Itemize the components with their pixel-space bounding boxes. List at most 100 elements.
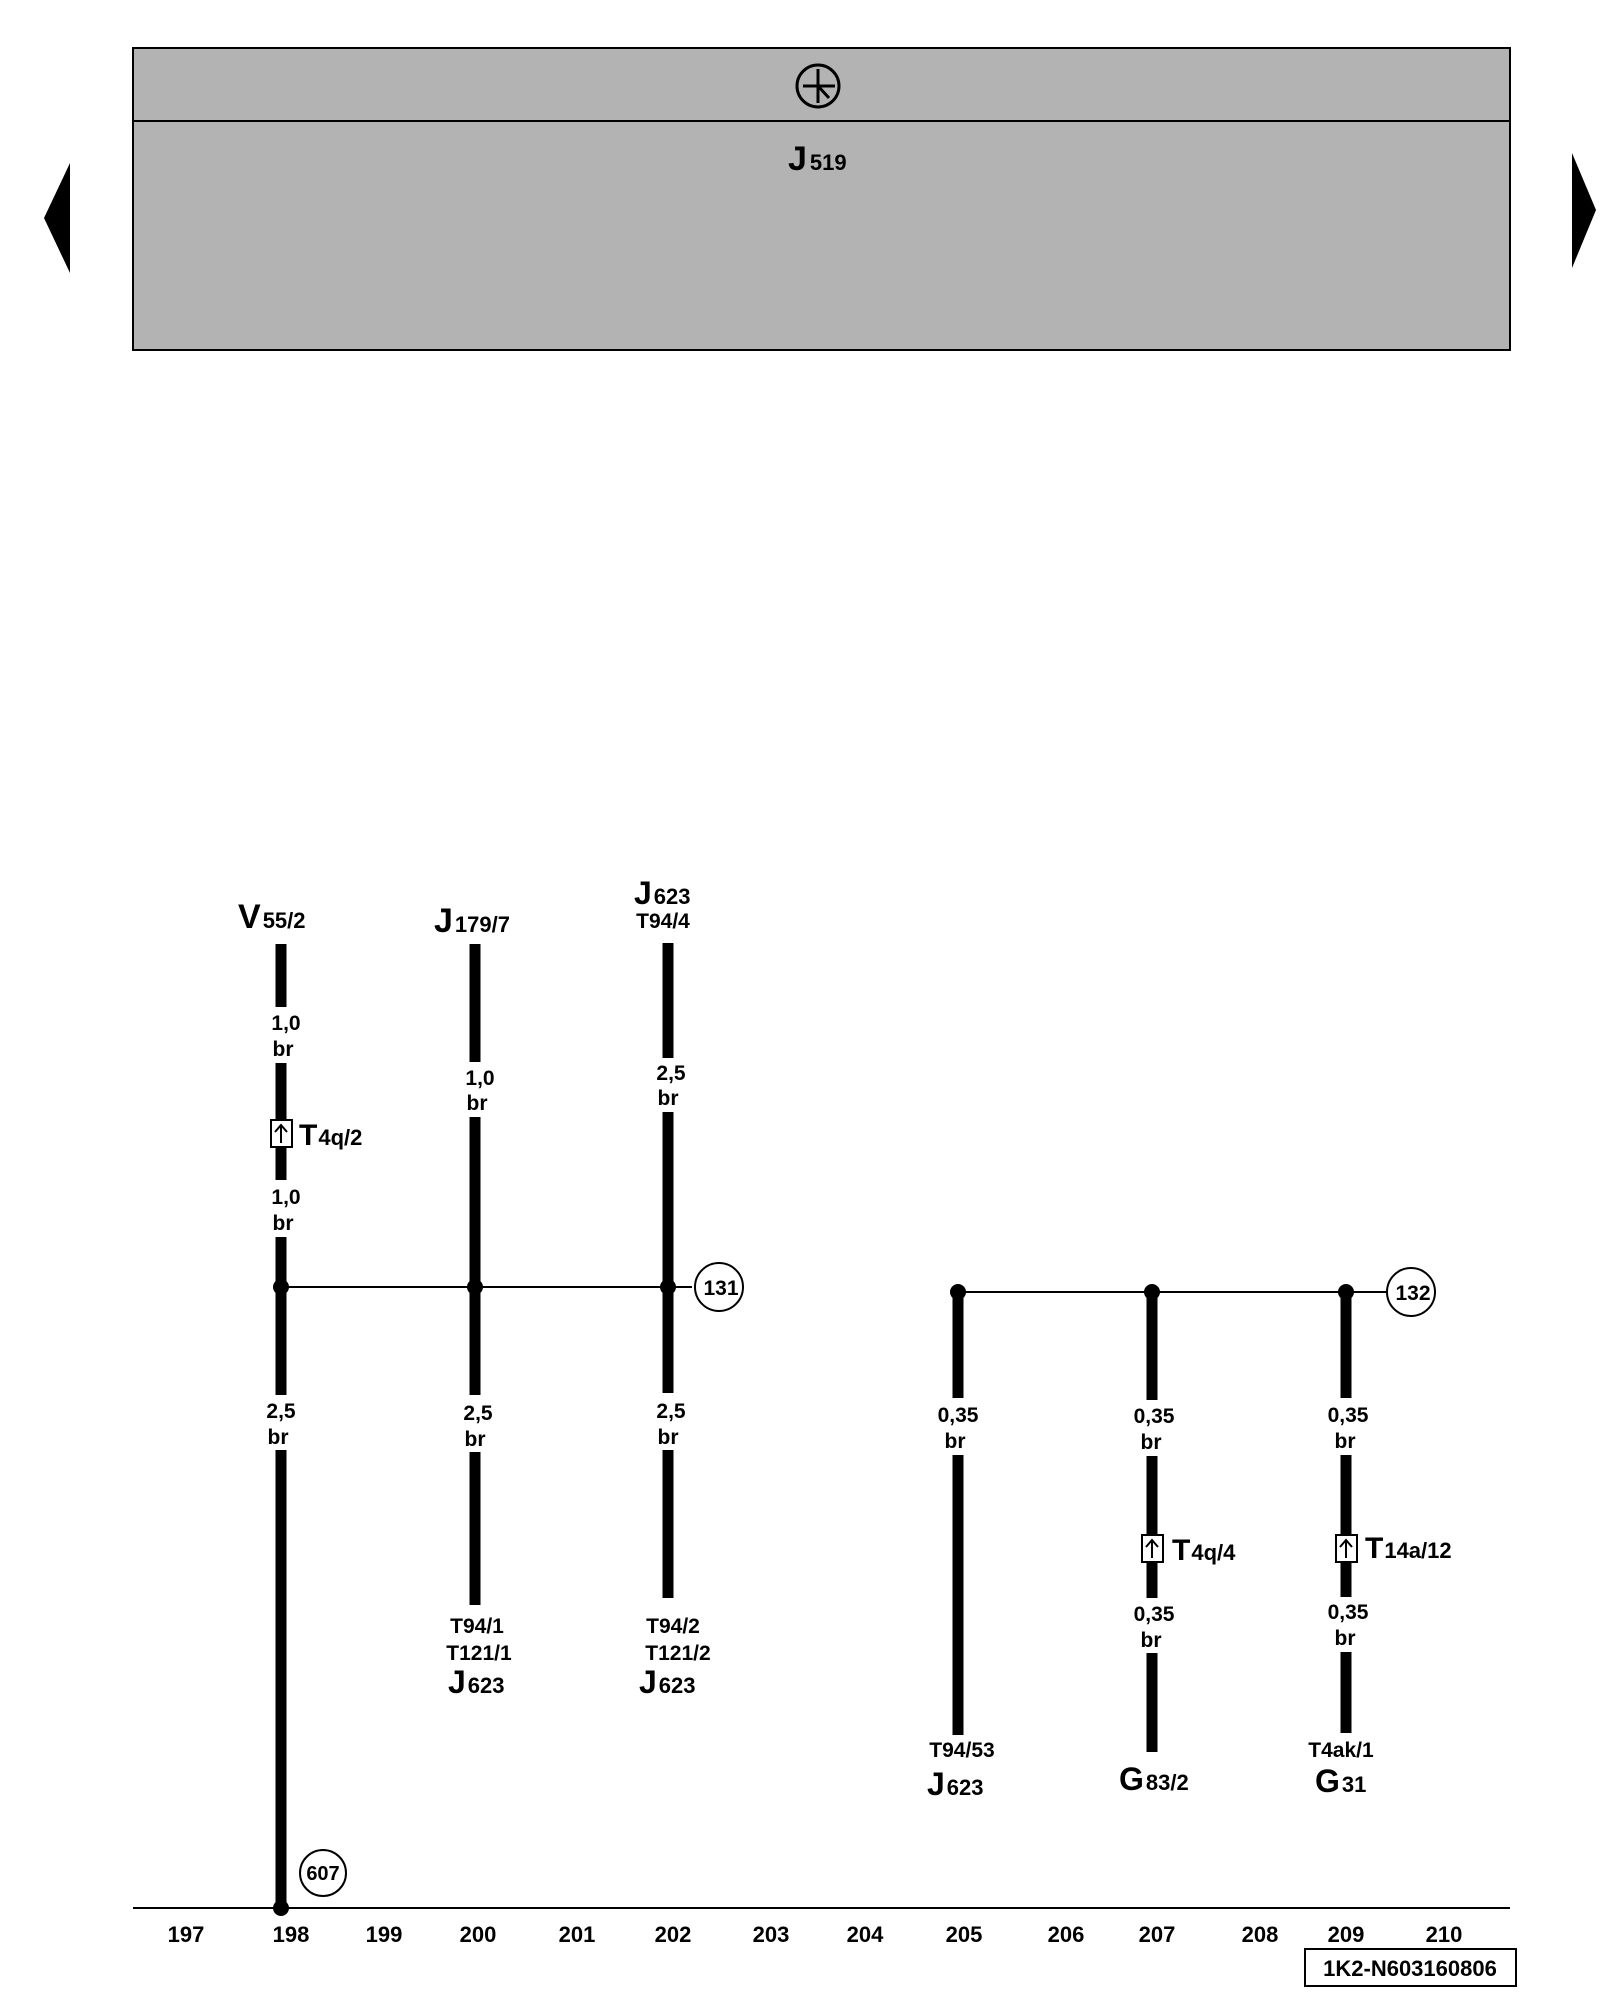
wire-202-size-2: 2,5 <box>656 1400 686 1423</box>
ref-607-label: 607 <box>306 1863 339 1885</box>
wire-200: J179/7 1,0 br 2,5 br T94/1 T121/1 J623 <box>434 902 512 1700</box>
column-number: 208 <box>1242 1922 1279 1947</box>
wire-200-color-1: br <box>467 1092 488 1115</box>
wire-209-pin-1: T4ak/1 <box>1308 1739 1374 1762</box>
header-component-main: J <box>788 140 807 178</box>
wire-205-bottom-main: J <box>927 1766 945 1802</box>
wire-198-connector-label: T4q/2 <box>299 1119 362 1152</box>
wire-209-size-2: 0,35 <box>1328 1601 1369 1624</box>
wire-207-bottom-sub: 83/2 <box>1146 1770 1189 1795</box>
wire-198-top-main: V <box>238 898 261 936</box>
ground-symbol-icon <box>795 63 841 109</box>
wire-207-connector-sub: 4q/4 <box>1191 1540 1236 1565</box>
wire-209: 0,35 br T14a/12 0,35 br T4ak/1 G31 <box>1308 1292 1452 1799</box>
wire-200-top-sub: 179/7 <box>455 912 510 937</box>
wire-205-size-1: 0,35 <box>938 1404 979 1427</box>
wire-200-size-2: 2,5 <box>463 1402 493 1425</box>
wire-198-top-sub: 55/2 <box>263 908 306 933</box>
wire-209-connector-sub: 14a/12 <box>1384 1538 1451 1563</box>
wire-209-connector-main: T <box>1365 1532 1383 1565</box>
wire-200-top-main: J <box>434 902 453 940</box>
wire-205-color-1: br <box>945 1430 966 1453</box>
wire-207: 0,35 br T4q/4 0,35 br G83/2 <box>1119 1292 1236 1797</box>
column-number: 206 <box>1048 1922 1085 1947</box>
column-number: 203 <box>753 1922 790 1947</box>
column-number: 197 <box>168 1922 205 1947</box>
wire-209-connector-label: T14a/12 <box>1365 1532 1452 1565</box>
column-number: 201 <box>559 1922 596 1947</box>
wire-207-color-2: br <box>1141 1629 1162 1652</box>
wire-200-bottom-main: J <box>448 1664 466 1700</box>
column-number: 202 <box>655 1922 692 1947</box>
bus-131-node-202 <box>660 1279 676 1295</box>
wire-198-color-2: br <box>273 1212 294 1235</box>
wire-198-connector-sub: 4q/2 <box>318 1125 362 1150</box>
column-number: 209 <box>1328 1922 1365 1947</box>
wire-202-top-main: J <box>634 875 652 911</box>
ref-607-circle <box>299 1849 347 1897</box>
wire-200-color-2: br <box>465 1428 486 1451</box>
wire-202-pin-2: T121/2 <box>645 1642 710 1665</box>
connector-T4q-4-icon <box>1141 1534 1164 1563</box>
wire-200-top-label: J179/7 <box>434 902 510 940</box>
wire-209-color-2: br <box>1335 1627 1356 1650</box>
wire-207-color-1: br <box>1141 1431 1162 1454</box>
connector-T4q-2-icon <box>270 1119 293 1148</box>
column-numbers: 197 198 199 200 201 202 203 204 205 206 … <box>168 1922 1463 1947</box>
wire-209-size-1: 0,35 <box>1328 1404 1369 1427</box>
bus-132: 132 <box>950 1267 1436 1317</box>
wire-207-size-1: 0,35 <box>1134 1405 1175 1428</box>
wire-205-bottom-sub: 623 <box>947 1775 984 1800</box>
wire-207-bottom-label: G83/2 <box>1119 1761 1189 1797</box>
wire-202-bottom-main: J <box>639 1664 657 1700</box>
column-number: 199 <box>366 1922 403 1947</box>
bus-132-node-207 <box>1144 1284 1160 1300</box>
bus-131-node-198 <box>273 1279 289 1295</box>
wire-205-bottom-label: J623 <box>927 1766 984 1802</box>
column-number: 210 <box>1426 1922 1463 1947</box>
footer-id-box <box>1304 1948 1517 1987</box>
wire-202: J623 T94/4 2,5 br 2,5 br T94/2 T121/2 J6… <box>634 875 711 1700</box>
ref-132-circle <box>1386 1267 1436 1317</box>
column-number: 207 <box>1139 1922 1176 1947</box>
wire-207-connector-main: T <box>1172 1534 1190 1567</box>
header-component-sub: 519 <box>810 150 847 175</box>
wire-207-bottom-main: G <box>1119 1761 1144 1797</box>
wire-198-size-3: 2,5 <box>266 1400 296 1423</box>
wire-202-top-sub: 623 <box>654 884 691 909</box>
column-number: 200 <box>460 1922 497 1947</box>
wire-207-connector-label: T4q/4 <box>1172 1534 1236 1567</box>
ref-131-label: 131 <box>703 1277 738 1300</box>
header-band <box>132 47 1511 351</box>
column-number: 204 <box>847 1922 884 1947</box>
ref-132-label: 132 <box>1395 1282 1430 1305</box>
wire-205-pin-1: T94/53 <box>929 1739 994 1762</box>
wire-202-color-2: br <box>658 1426 679 1449</box>
right-arrow-icon[interactable] <box>1572 153 1596 268</box>
wire-200-bottom-label: J623 <box>448 1664 505 1700</box>
bus-131-node-200 <box>467 1279 483 1295</box>
wire-198-color-1: br <box>273 1038 294 1061</box>
wire-202-top-pin: T94/4 <box>636 910 690 933</box>
wire-200-pin-2: T121/1 <box>446 1642 512 1665</box>
wire-209-color-1: br <box>1335 1430 1356 1453</box>
wire-198-color-3: br <box>268 1426 289 1449</box>
connector-T14a-12-icon <box>1335 1534 1358 1563</box>
wire-202-pin-1: T94/2 <box>646 1615 700 1638</box>
wire-198-top-label: V55/2 <box>238 898 306 936</box>
wire-209-bottom-label: G31 <box>1315 1763 1366 1799</box>
column-number: 198 <box>273 1922 310 1947</box>
wire-200-pin-1: T94/1 <box>450 1615 504 1638</box>
left-arrow-icon[interactable] <box>44 163 70 273</box>
wire-202-top-label: J623 <box>634 875 691 911</box>
wire-209-bottom-sub: 31 <box>1342 1772 1366 1797</box>
bus-132-node-209 <box>1338 1284 1354 1300</box>
column-number: 205 <box>946 1922 983 1947</box>
wire-202-size-1: 2,5 <box>656 1062 686 1085</box>
wire-200-bottom-sub: 623 <box>468 1673 505 1698</box>
wire-200-size-1: 1,0 <box>465 1067 494 1090</box>
wire-202-color-1: br <box>658 1087 679 1110</box>
wire-198-size-1: 1,0 <box>271 1012 300 1035</box>
